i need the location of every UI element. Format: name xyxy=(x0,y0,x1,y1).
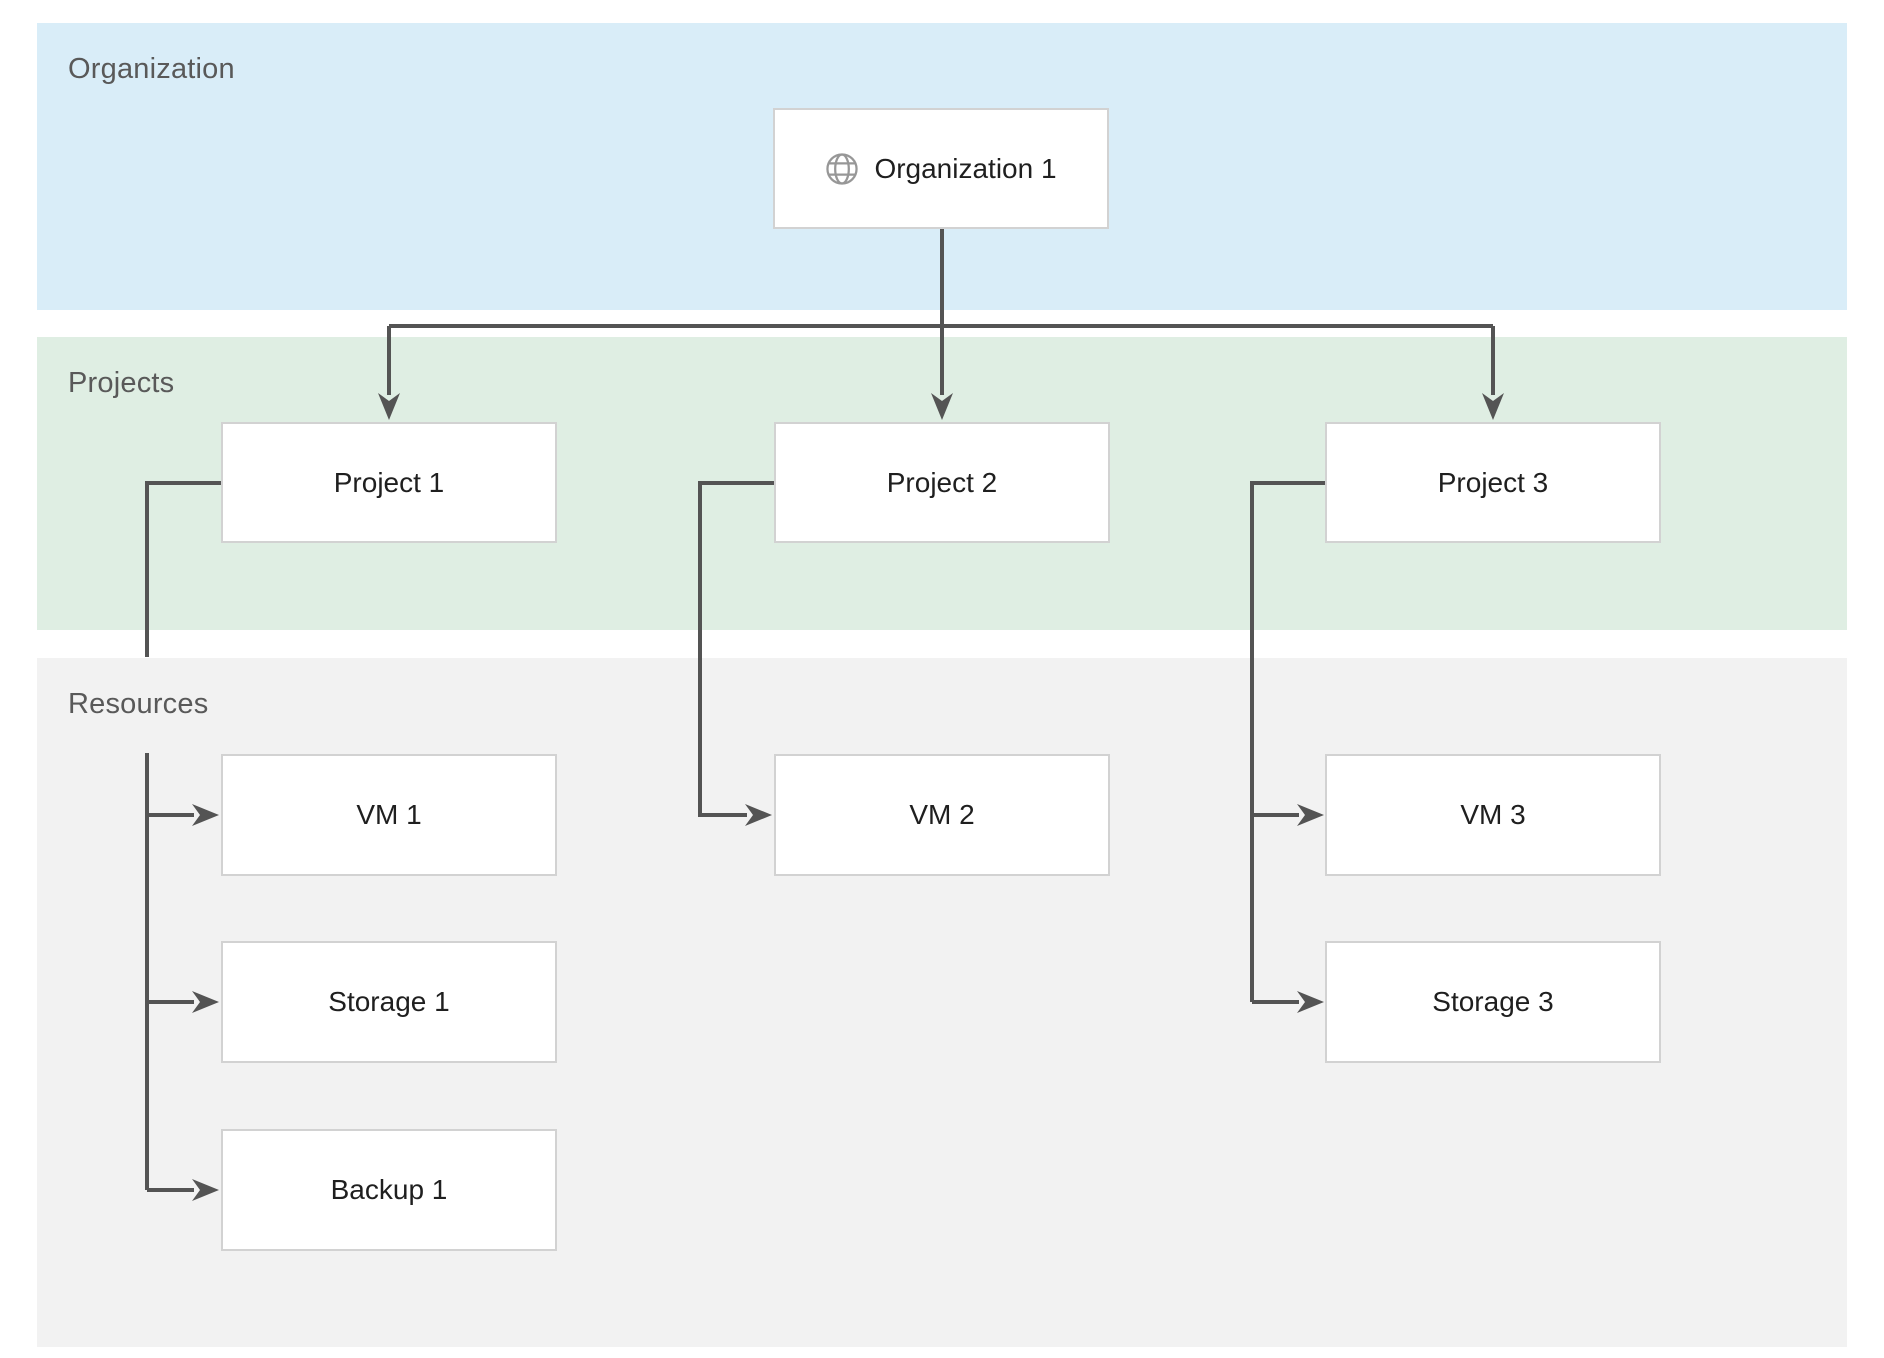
node-label: Storage 1 xyxy=(328,986,450,1017)
node-storage-1: Storage 1 xyxy=(221,941,557,1063)
node-vm-1: VM 1 xyxy=(221,754,557,876)
node-label: Backup 1 xyxy=(330,1174,448,1205)
node-project-2: Project 2 xyxy=(774,422,1110,543)
node-vm-2: VM 2 xyxy=(774,754,1110,876)
node-organization-1: Organization 1 xyxy=(773,108,1109,229)
band-organization-label: Organization xyxy=(68,53,235,85)
node-label: VM 1 xyxy=(356,799,422,830)
node-label: Organization 1 xyxy=(874,152,1057,184)
node-label: VM 2 xyxy=(909,799,975,830)
node-project-3: Project 3 xyxy=(1325,422,1661,543)
node-backup-1: Backup 1 xyxy=(221,1129,557,1251)
node-label: Project 1 xyxy=(333,466,445,498)
node-label: Storage 3 xyxy=(1432,986,1554,1017)
node-label: Project 3 xyxy=(1437,466,1549,498)
node-project-1: Project 1 xyxy=(221,422,557,543)
node-label: VM 3 xyxy=(1460,799,1526,830)
globe-icon xyxy=(826,152,859,185)
node-vm-3: VM 3 xyxy=(1325,754,1661,876)
band-projects-label: Projects xyxy=(68,367,175,399)
node-label: Project 2 xyxy=(886,466,998,498)
node-storage-3: Storage 3 xyxy=(1325,941,1661,1063)
band-resources-label: Resources xyxy=(68,688,209,720)
